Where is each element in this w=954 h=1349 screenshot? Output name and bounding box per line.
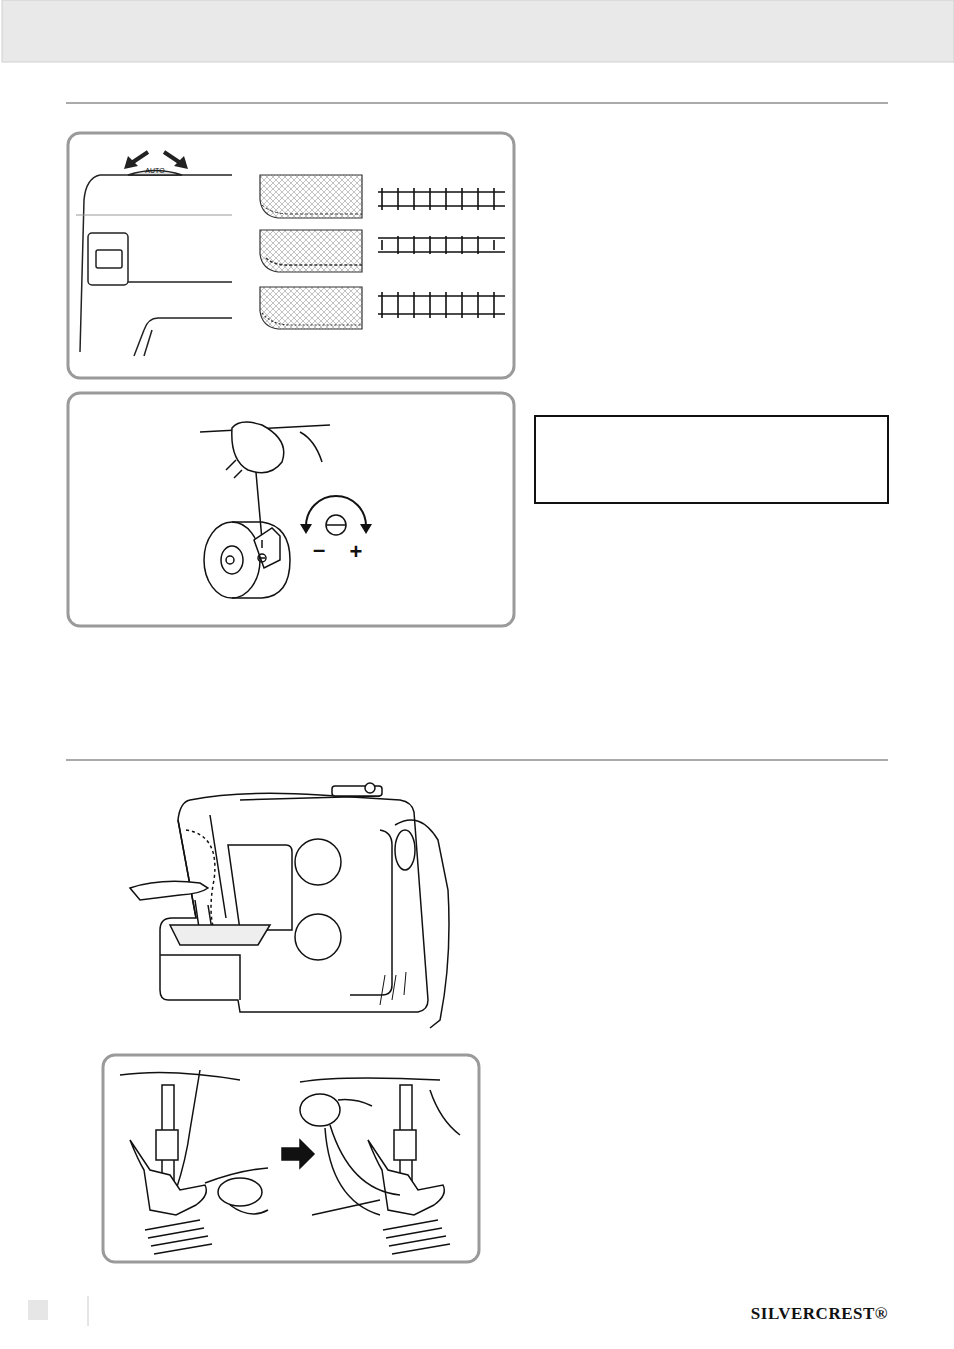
rule-line xyxy=(66,759,888,761)
minus-sign: – xyxy=(313,539,325,561)
plus-sign: + xyxy=(350,541,363,563)
figure-panel xyxy=(68,133,514,378)
machine-detail xyxy=(76,171,232,357)
needle-detail xyxy=(120,1070,460,1254)
figure-panel xyxy=(68,393,514,626)
direction-arrows xyxy=(124,152,188,169)
header-band xyxy=(2,0,954,62)
rule-line xyxy=(66,102,888,104)
figure-panel xyxy=(103,1055,479,1262)
note-box xyxy=(535,416,888,503)
stitch-diagrams xyxy=(378,188,505,318)
page-number-box xyxy=(28,1300,48,1320)
footer-rule xyxy=(88,1296,89,1326)
dial-label: AUTO xyxy=(145,167,164,174)
tension-adjust-symbol xyxy=(300,496,372,535)
sewing-machine xyxy=(130,783,449,1028)
fabric-samples xyxy=(260,175,362,329)
brand-logo: SILVERCREST® xyxy=(751,1305,888,1322)
